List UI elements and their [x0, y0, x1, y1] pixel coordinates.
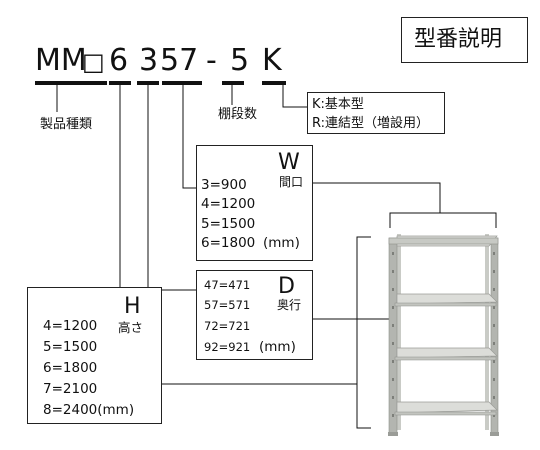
code-blank: □	[82, 48, 105, 76]
shelf-rack-illustration	[388, 234, 499, 436]
width-letter: W	[278, 150, 300, 175]
depth-unit: (mm)	[259, 339, 296, 355]
type-k: K:基本型	[312, 97, 364, 112]
height-underline	[109, 81, 131, 85]
depth-value-0: 47=471	[204, 278, 251, 292]
height-value-1: 5=1500	[43, 339, 98, 355]
depth-letter: D	[278, 274, 295, 299]
type-underline	[262, 81, 286, 85]
width-underline	[162, 81, 202, 85]
width-name: 間口	[279, 175, 304, 189]
width-unit: (mm)	[263, 235, 300, 251]
code-height-digit: 6	[109, 43, 129, 78]
code-prefix: MM	[35, 43, 87, 78]
title: 型番説明	[414, 27, 503, 52]
depth-value-3: 92=921	[204, 340, 251, 354]
height-value-4: 8=2400(mm)	[43, 402, 135, 418]
height-bracket	[356, 236, 371, 429]
height-letter: H	[124, 294, 141, 319]
code-depth-digit: 3	[139, 43, 159, 78]
depth-name: 奥行	[277, 298, 302, 312]
code-tiers: 5	[230, 43, 250, 78]
width-to-shelf	[312, 182, 441, 213]
code-dash: -	[206, 43, 217, 78]
height-box: H 高さ 4=1200 5=1500 6=1800 7=2100 8=2400(…	[27, 287, 162, 424]
depth-value-2: 72=721	[204, 319, 251, 333]
width-value-0: 3=900	[201, 177, 247, 193]
tiers-label: 棚段数	[218, 107, 258, 122]
height-name: 高さ	[118, 320, 144, 335]
product-type-label: 製品種類	[40, 117, 93, 132]
prefix-underline	[35, 81, 107, 85]
depth-box: D 奥行 47=471 57=571 72=721 92=921 (mm)	[196, 270, 313, 360]
title-box: 型番説明	[401, 17, 528, 63]
height-value-3: 7=2100	[43, 381, 98, 397]
width-bracket	[389, 212, 497, 228]
type-leader	[282, 84, 307, 108]
code-type: K	[262, 43, 282, 78]
width-value-1: 4=1200	[201, 196, 256, 212]
width-value-2: 5=1500	[201, 216, 256, 232]
width-box: W 間口 3=900 4=1200 5=1500 6=1800 (mm)	[196, 145, 313, 261]
height-value-2: 6=1800	[43, 360, 98, 376]
depth-underline	[137, 81, 159, 85]
width-value-3: 6=1800	[201, 235, 256, 251]
type-r: R:連結型（増設用）	[312, 116, 430, 131]
code-width-digits: 57	[160, 43, 199, 78]
depth-value-1: 57=571	[204, 298, 251, 312]
height-value-0: 4=1200	[43, 318, 98, 334]
tiers-underline	[222, 81, 244, 85]
type-box: K:基本型 R:連結型（増設用）	[307, 92, 445, 134]
